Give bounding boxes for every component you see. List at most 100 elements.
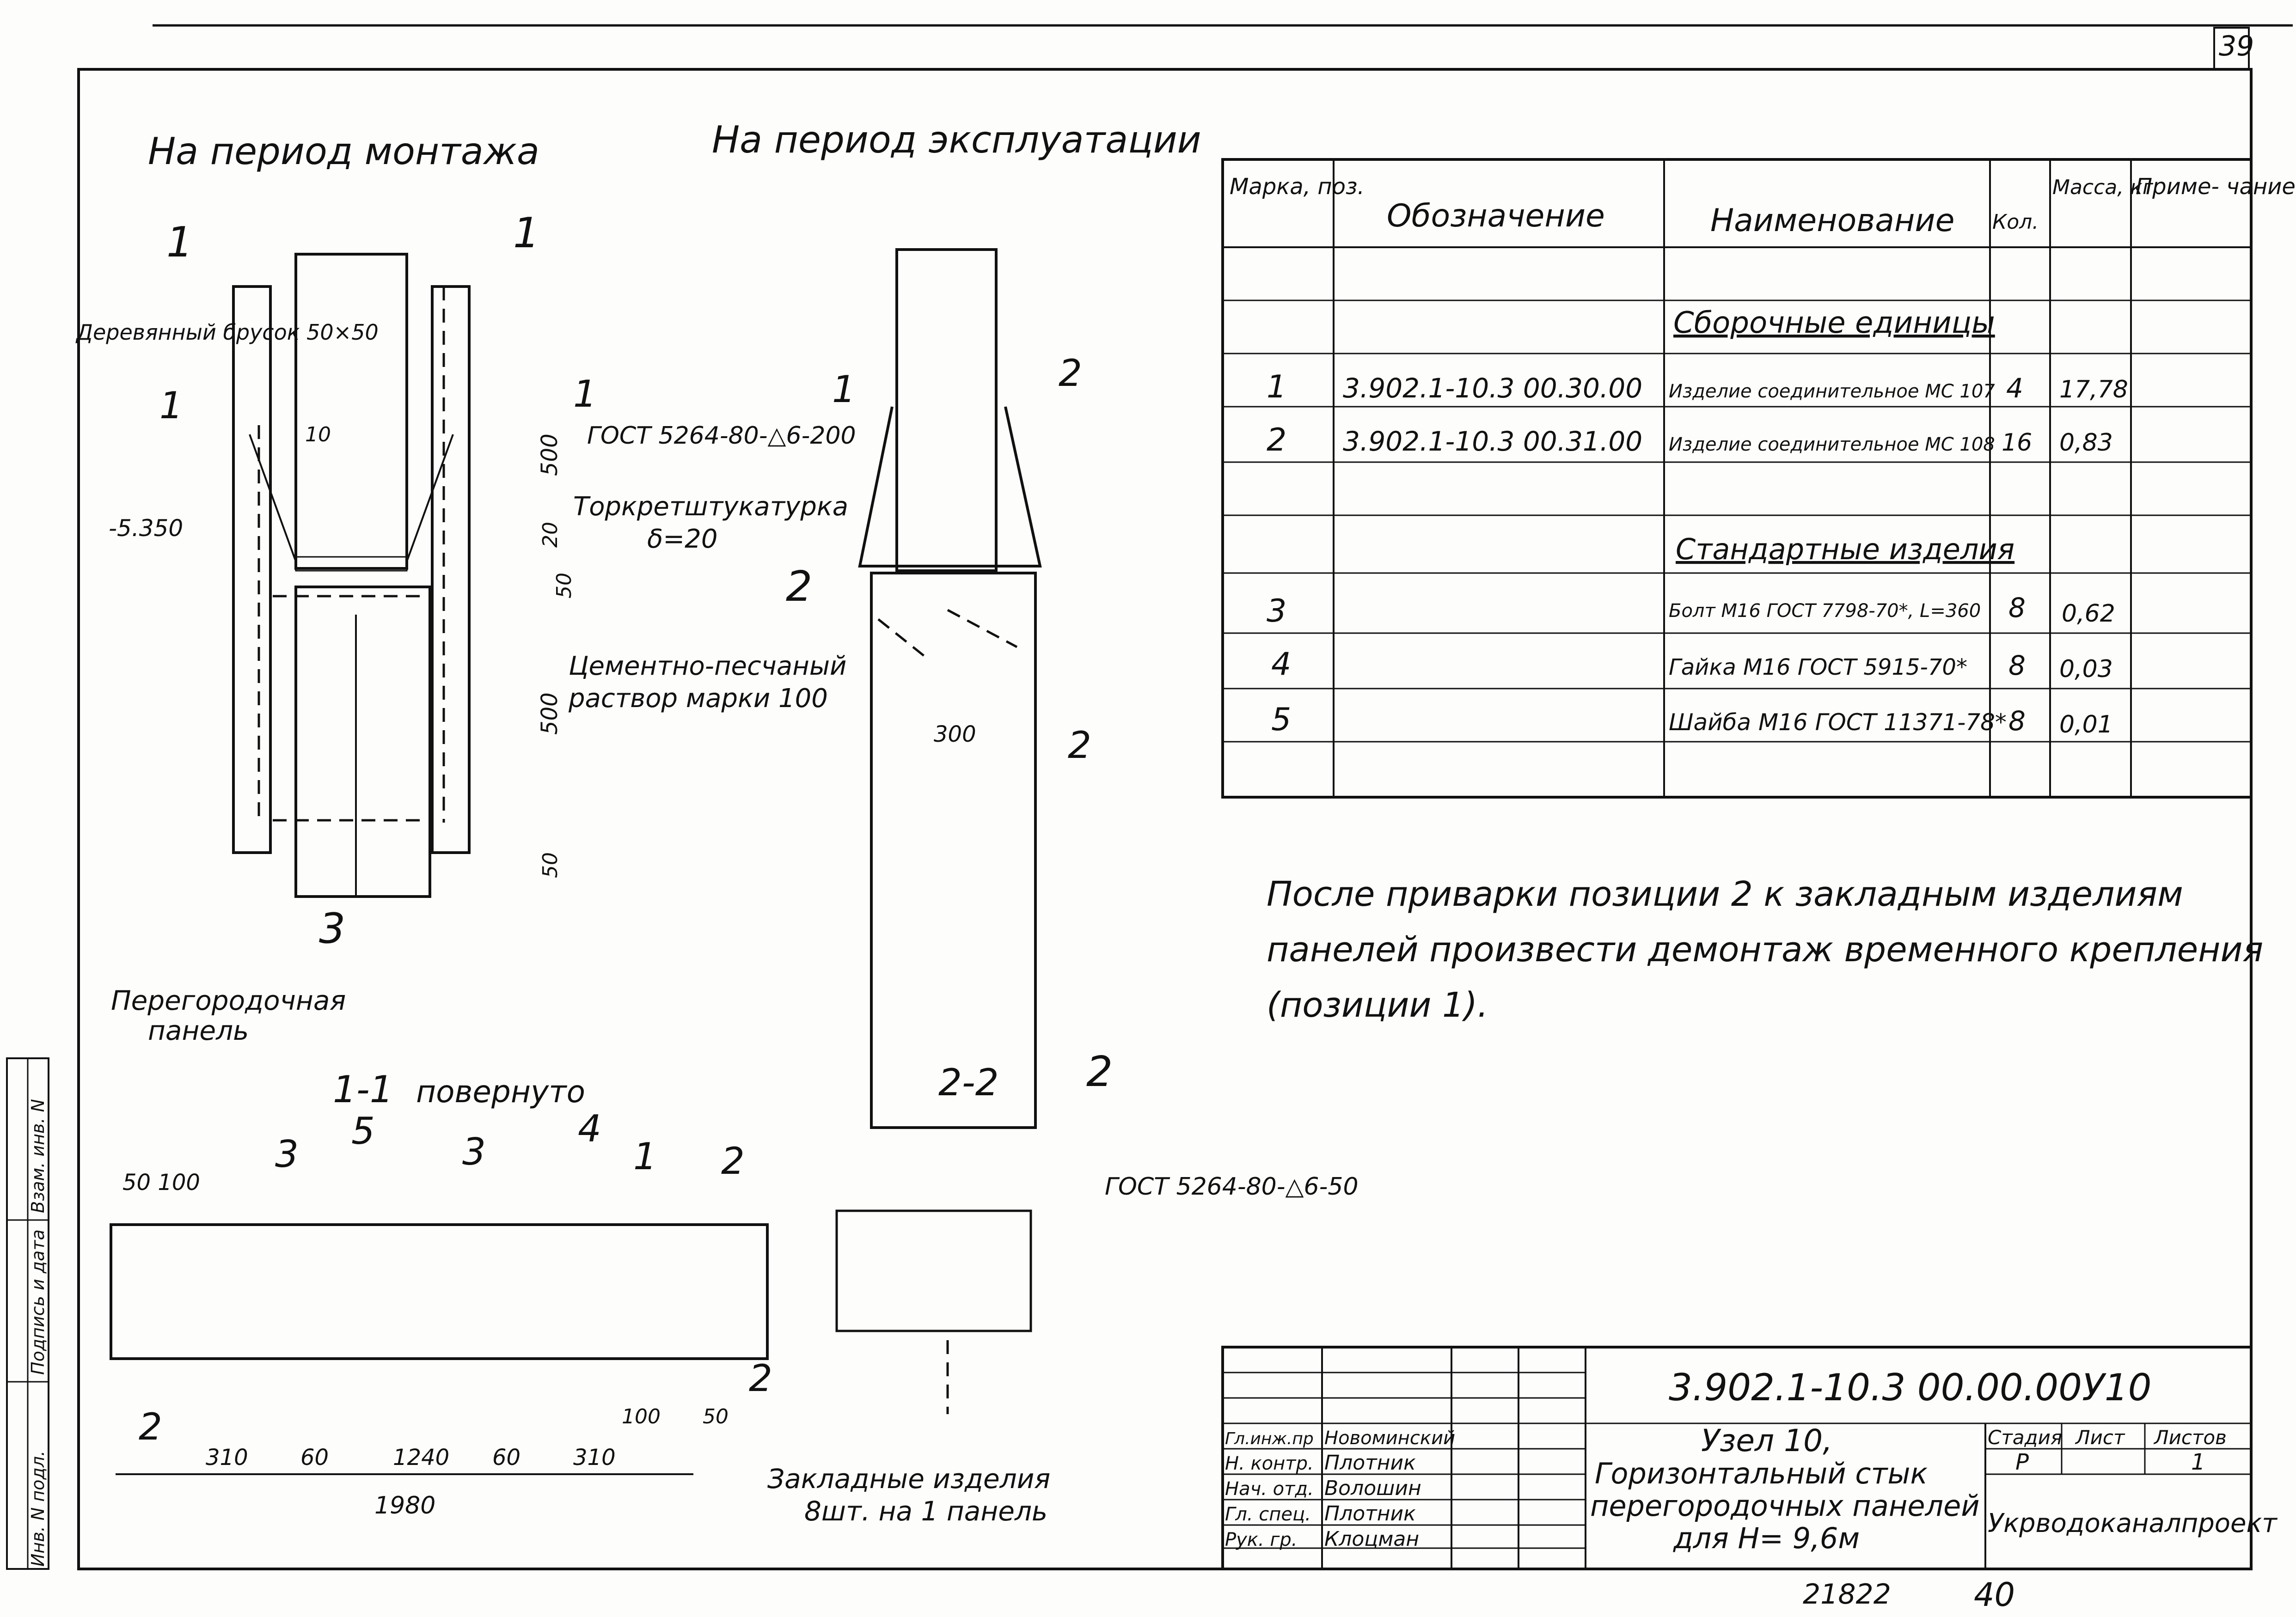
mark-2-service: 2 <box>786 562 812 611</box>
row1-name: Изделие соединительное МС 107 <box>1669 381 1995 402</box>
panel-label-1: Перегородочная <box>111 985 346 1016</box>
row2-mass: 0,83 <box>2059 429 2113 457</box>
cut-2-bottom: 2 <box>1068 724 1091 767</box>
stamp-inv-podl: Инв. N подл. <box>28 1451 48 1567</box>
dim-310-right: 310 <box>573 1445 616 1471</box>
row4-mass: 0,03 <box>2059 655 2113 683</box>
cut-1-left: 1 <box>159 384 183 427</box>
row3-mass: 0,62 <box>2062 600 2115 628</box>
section-1-1: Перегородочная панель 1-1 повернуто 3 5 … <box>110 985 772 1519</box>
row2-pos: 2 <box>1267 422 1286 458</box>
title-line-3: перегородочных панелей <box>1590 1489 1980 1523</box>
mark-3-a: 3 <box>275 1133 299 1176</box>
row2-code: 3.902.1-10.3 00.31.00 <box>1343 426 1642 457</box>
person-role-2: Н. контр. <box>1225 1453 1314 1474</box>
person-name-1: Новоминский <box>1324 1428 1455 1449</box>
bottom-number-2: 40 <box>1974 1576 2015 1614</box>
mark-1-section: 1 <box>633 1135 657 1178</box>
level-mark: -5.350 <box>109 515 183 542</box>
col-header-mass: Масса, кг <box>2052 176 2154 199</box>
mark-3-b: 3 <box>462 1130 486 1173</box>
row1-code: 3.902.1-10.3 00.30.00 <box>1343 372 1642 404</box>
person-name-3: Волошин <box>1324 1477 1421 1500</box>
sheet-header: Лист <box>2075 1426 2125 1449</box>
row1-qty: 4 <box>2006 372 2023 404</box>
mark-2-section-top: 2 <box>721 1140 745 1183</box>
col-header-name: Наименование <box>1710 202 1954 239</box>
stamp-signature-date: Подпись и дата <box>28 1229 48 1375</box>
dim-20: 20 <box>539 522 562 548</box>
panel-label-2: панель <box>148 1015 249 1046</box>
note-line-1: После приварки позиции 2 к закладным изд… <box>1267 874 2183 914</box>
title-line-1: Узел 10, <box>1701 1423 1832 1458</box>
assembly-note: После приварки позиции 2 к закладным изд… <box>1267 874 2263 1025</box>
doc-code: 3.902.1-10.3 00.00.00У10 <box>1669 1366 2152 1409</box>
mark-1-right: 1 <box>513 209 539 257</box>
row2-name: Изделие соединительное МС 108 <box>1669 434 1995 455</box>
title-block: 3.902.1-10.3 00.00.00У10 Узел 10, Горизо… <box>1221 1346 2278 1570</box>
col-header-code: Обозначение <box>1387 198 1605 234</box>
row1-pos: 1 <box>1267 369 1286 405</box>
section-assembly: Сборочные единицы <box>1673 306 1995 340</box>
mark-3-mount: 3 <box>319 904 345 953</box>
embedded-label-1: Закладные изделия <box>767 1463 1050 1495</box>
person-role-4: Гл. спец. <box>1225 1504 1311 1525</box>
dim-50-100: 50 100 <box>122 1170 200 1196</box>
row2-qty: 16 <box>2002 429 2032 457</box>
note-line-3: (позиции 1). <box>1267 985 1488 1025</box>
torkret-label: Торкретштукатурка <box>573 492 848 522</box>
embedded-label-2: 8шт. на 1 панель <box>804 1495 1047 1527</box>
row4-qty: 8 <box>2008 650 2026 681</box>
title-line-2: Горизонтальный стык <box>1595 1457 1928 1490</box>
service-view-title: На период эксплуатации <box>712 118 1201 161</box>
dim-310-left: 310 <box>206 1445 248 1471</box>
person-name-2: Плотник <box>1324 1451 1416 1475</box>
col-header-mark: Марка, поз. <box>1230 174 1365 200</box>
row1-mass: 17,78 <box>2059 376 2128 403</box>
stamp-vzam-inv: Взам. инв. N <box>28 1099 48 1213</box>
mark-1-left: 1 <box>166 218 193 267</box>
mark-2-section-right: 2 <box>749 1357 772 1400</box>
section-11-title: 1-1 <box>333 1068 393 1111</box>
mortar-label-1: Цементно-песчаный <box>569 651 846 681</box>
cut-1-service: 1 <box>832 368 856 411</box>
dim-100: 100 <box>622 1405 661 1428</box>
section-2-2: 2-2 2 ГОСТ 5264-80-△6-50 Закладные издел… <box>767 1048 1359 1527</box>
sheets-header: Листов <box>2153 1426 2227 1449</box>
row3-name: Болт М16 ГОСТ 7798-70*, L=360 <box>1669 600 1981 622</box>
row4-name: Гайка М16 ГОСТ 5915-70* <box>1669 654 1967 680</box>
dim-300: 300 <box>934 721 976 747</box>
col-header-qty: Кол. <box>1992 210 2039 234</box>
stage-value: Р <box>2015 1449 2029 1475</box>
row5-pos: 5 <box>1271 702 1291 738</box>
sheets-value: 1 <box>2191 1449 2205 1475</box>
section-22-title: 2-2 <box>938 1061 999 1104</box>
person-name-4: Плотник <box>1324 1502 1416 1525</box>
mark-2-section22: 2 <box>1086 1048 1113 1096</box>
mark-5: 5 <box>351 1110 375 1153</box>
dim-50-top: 50 <box>552 573 576 598</box>
person-role-5: Рук. гр. <box>1225 1529 1298 1550</box>
person-role-3: Нач. отд. <box>1225 1478 1314 1500</box>
mortar-label-2: раствор марки 100 <box>568 683 828 714</box>
dim-500-bottom: 500 <box>537 692 563 735</box>
weld-50-label: ГОСТ 5264-80-△6-50 <box>1105 1173 1359 1201</box>
section-11-note: повернуто <box>416 1074 585 1110</box>
row4-pos: 4 <box>1271 646 1291 683</box>
title-line-4: для Н= 9,6м <box>1673 1521 1860 1555</box>
row5-mass: 0,01 <box>2059 711 2113 738</box>
weld-200-label: ГОСТ 5264-80-△6-200 <box>587 422 856 450</box>
corner-number: 39 <box>2219 30 2254 62</box>
cut-2-top: 2 <box>1059 352 1082 395</box>
dim-1980: 1980 <box>374 1492 435 1519</box>
mount-view-title: На период монтажа <box>148 130 539 173</box>
cut-1-right: 1 <box>573 372 597 415</box>
dim-50-bottom: 50 <box>539 852 562 878</box>
note-line-2: панелей произвести демонтаж временного к… <box>1267 930 2263 970</box>
section-standard: Стандартные изделия <box>1676 532 2014 566</box>
mark-2-section-left: 2 <box>139 1405 162 1448</box>
person-role-1: Гл.инж.пр <box>1225 1429 1314 1448</box>
row5-name: Шайба М16 ГОСТ 11371-78* <box>1669 709 2007 736</box>
spec-table: Марка, поз. Обозначение Наименование Кол… <box>1221 158 2296 799</box>
